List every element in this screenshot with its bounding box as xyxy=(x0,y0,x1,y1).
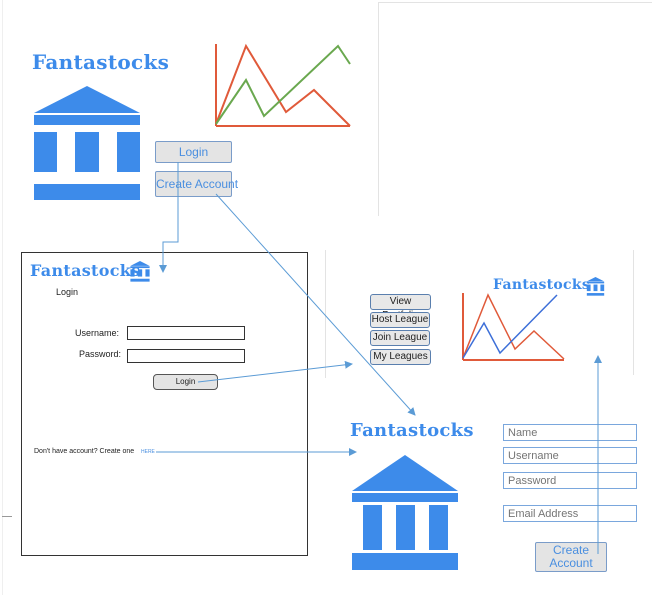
bank-icon xyxy=(34,86,140,200)
bank-icon xyxy=(130,261,150,282)
arrow-create-account-to-register xyxy=(215,193,416,416)
bank-icon xyxy=(352,455,458,570)
here-link[interactable]: HERE xyxy=(141,449,155,455)
login-window xyxy=(21,252,308,556)
join-league-button[interactable]: Join League xyxy=(370,330,430,346)
create-account-submit-button[interactable]: Create Account xyxy=(535,542,607,572)
arrow-login-to-login-page xyxy=(159,162,179,273)
register-brand-title: Fantastocks xyxy=(350,420,474,441)
password-label: Password: xyxy=(79,349,122,359)
name-field[interactable] xyxy=(503,424,637,441)
frame-divider xyxy=(325,250,326,378)
line-chart-icon xyxy=(462,293,565,361)
frame-divider xyxy=(378,2,652,3)
email-field[interactable] xyxy=(503,505,637,522)
username-field[interactable] xyxy=(503,447,637,464)
host-league-button[interactable]: Host League xyxy=(370,312,430,328)
arrow-login-submit-to-dashboard xyxy=(197,360,353,383)
password-input[interactable] xyxy=(127,349,245,363)
frame-divider xyxy=(633,250,634,375)
no-account-text: Don't have account? Create one xyxy=(34,448,135,455)
password-field[interactable] xyxy=(503,472,637,489)
frame-divider xyxy=(378,2,379,216)
frame-divider xyxy=(2,516,12,517)
landing-brand-title: Fantastocks xyxy=(32,50,170,74)
my-leagues-button[interactable]: My Leagues xyxy=(370,349,431,365)
username-label: Username: xyxy=(75,328,120,338)
username-input[interactable] xyxy=(127,326,245,340)
create-account-button[interactable]: Create Account xyxy=(155,171,238,197)
line-chart-icon xyxy=(215,43,351,127)
login-brand-title: Fantastocks xyxy=(30,261,141,280)
login-button[interactable]: Login xyxy=(155,141,232,163)
dashboard-brand-title: Fantastocks xyxy=(493,277,591,293)
bank-icon xyxy=(586,277,605,296)
login-page-title: Login xyxy=(56,287,79,297)
frame-divider xyxy=(2,0,3,595)
login-submit-button[interactable]: Login xyxy=(153,374,218,390)
